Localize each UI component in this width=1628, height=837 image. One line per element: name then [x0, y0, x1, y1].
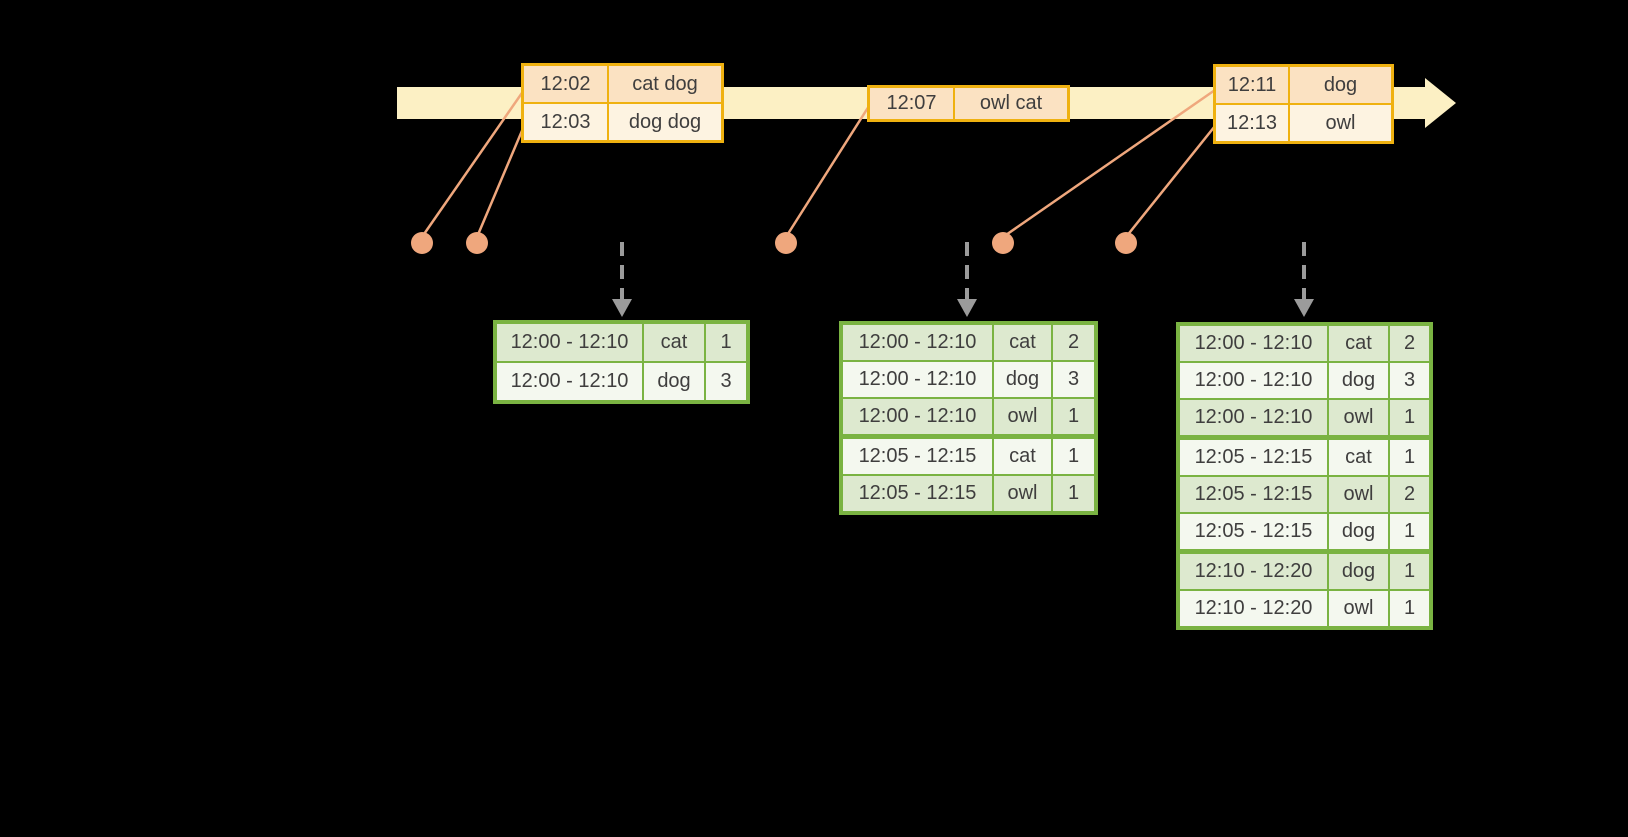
result-count-cell: 1: [1390, 554, 1429, 589]
connector-line: [475, 125, 526, 238]
event-time-cell: 12:02: [524, 66, 607, 102]
event-dot: [466, 232, 488, 254]
result-window-cell: 12:05 - 12:15: [1180, 440, 1327, 475]
result-count-cell: 3: [1390, 363, 1429, 398]
trigger-down-arrowhead-icon: [612, 299, 632, 317]
result-count-cell: 1: [1390, 591, 1429, 626]
result-word-cell: owl: [1329, 477, 1388, 512]
result-window-cell: 12:00 - 12:10: [843, 325, 992, 360]
trigger-down-arrowhead-icon: [1294, 299, 1314, 317]
result-window-cell: 12:10 - 12:20: [1180, 554, 1327, 589]
result-window-cell: 12:00 - 12:10: [843, 362, 992, 397]
result-window-cell: 12:00 - 12:10: [497, 324, 642, 361]
result-window-cell: 12:00 - 12:10: [1180, 363, 1327, 398]
result-count-cell: 2: [1053, 325, 1094, 360]
result-window-cell: 12:05 - 12:15: [843, 476, 992, 511]
event-words-cell: cat dog: [609, 66, 721, 102]
connector-line: [420, 89, 526, 238]
result-window-cell: 12:05 - 12:15: [1180, 477, 1327, 512]
result-count-cell: 3: [1053, 362, 1094, 397]
result-window-cell: 12:00 - 12:10: [1180, 326, 1327, 361]
event-dot: [775, 232, 797, 254]
event-words-cell: dog: [1290, 67, 1391, 103]
result-word-cell: owl: [1329, 400, 1388, 435]
connector-line: [784, 105, 871, 238]
event-dot: [411, 232, 433, 254]
result-word-cell: dog: [1329, 554, 1388, 589]
trigger-down-arrowhead-icon: [957, 299, 977, 317]
result-window-cell: 12:00 - 12:10: [843, 399, 992, 434]
result-word-cell: dog: [994, 362, 1051, 397]
event-words-cell: dog dog: [609, 104, 721, 140]
result-count-cell: 2: [1390, 326, 1429, 361]
result-count-cell: 1: [1053, 399, 1094, 434]
result-count-cell: 1: [1053, 476, 1094, 511]
result-window-cell: 12:10 - 12:20: [1180, 591, 1327, 626]
event-words-cell: owl cat: [955, 88, 1067, 119]
event-time-cell: 12:13: [1216, 105, 1288, 141]
result-word-cell: cat: [994, 439, 1051, 474]
result-word-cell: dog: [644, 363, 704, 400]
event-dot: [992, 232, 1014, 254]
result-word-cell: dog: [1329, 363, 1388, 398]
connector-line: [1002, 88, 1216, 239]
result-count-cell: 1: [1390, 514, 1429, 549]
event-words-cell: owl: [1290, 105, 1391, 141]
event-time-cell: 12:07: [870, 88, 953, 119]
event-time-cell: 12:03: [524, 104, 607, 140]
result-window-cell: 12:00 - 12:10: [497, 363, 642, 400]
event-time-cell: 12:11: [1216, 67, 1288, 103]
result-word-cell: owl: [994, 399, 1051, 434]
result-count-cell: 1: [1390, 400, 1429, 435]
result-word-cell: cat: [1329, 440, 1388, 475]
result-count-cell: 1: [1053, 439, 1094, 474]
result-word-cell: cat: [994, 325, 1051, 360]
result-word-cell: owl: [994, 476, 1051, 511]
result-window-cell: 12:00 - 12:10: [1180, 400, 1327, 435]
result-count-cell: 1: [1390, 440, 1429, 475]
event-dot: [1115, 232, 1137, 254]
result-count-cell: 3: [706, 363, 746, 400]
result-window-cell: 12:05 - 12:15: [843, 439, 992, 474]
result-word-cell: cat: [1329, 326, 1388, 361]
result-word-cell: dog: [1329, 514, 1388, 549]
connector-line: [1125, 125, 1216, 238]
result-count-cell: 1: [706, 324, 746, 361]
result-word-cell: owl: [1329, 591, 1388, 626]
result-window-cell: 12:05 - 12:15: [1180, 514, 1327, 549]
result-count-cell: 2: [1390, 477, 1429, 512]
timeline-arrowhead-icon: [1425, 78, 1456, 128]
result-word-cell: cat: [644, 324, 704, 361]
